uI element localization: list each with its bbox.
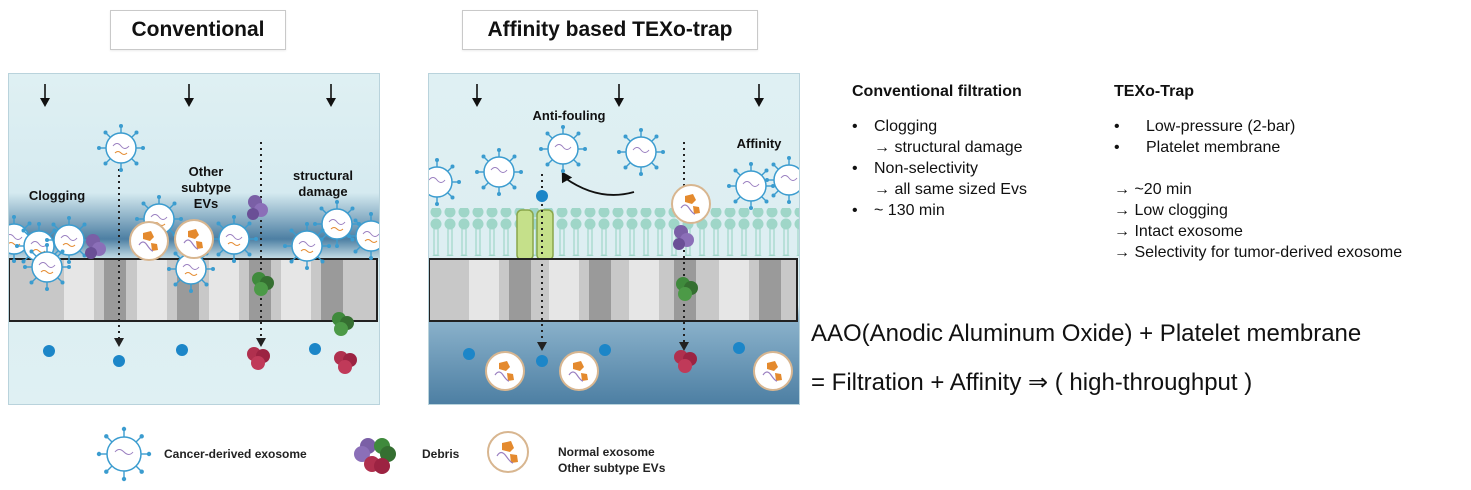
conventional-filtration-list: Conventional filtration •Clogging → stru… — [852, 81, 1092, 221]
label-structural-damage: structural damage — [293, 168, 353, 199]
list-item: •Platelet membrane — [1114, 139, 1281, 156]
list-item: → all same sized Evs — [874, 181, 1027, 198]
conventional-filtration-heading: Conventional filtration — [852, 83, 1022, 100]
list-item: •Low-pressure (2-bar) — [1114, 118, 1296, 135]
label-anti-fouling: Anti-fouling — [532, 108, 606, 123]
cancer-exosome-icon — [96, 426, 152, 482]
normal-exosome-icon — [487, 431, 529, 473]
list-item: •Non-selectivity — [852, 160, 979, 177]
label-clogging: Clogging — [28, 188, 86, 203]
result-item: → Intact exosome — [1114, 223, 1243, 240]
texo-trap-diagram-svg — [429, 74, 799, 404]
legend-debris: Debris — [422, 447, 460, 461]
summary-line-2: = Filtration + Affinity ⇒ ( high-through… — [811, 369, 1253, 396]
label-other-subtype: Other subtype EVs — [181, 164, 231, 211]
legend-icons — [96, 426, 529, 482]
title-conventional: Conventional — [110, 10, 286, 50]
result-item: → Selectivity for tumor-derived exosome — [1114, 244, 1403, 261]
legend-cancer-exosome: Cancer-derived exosome — [164, 447, 307, 461]
list-item: •Clogging — [852, 118, 938, 135]
result-item: → Low clogging — [1114, 202, 1228, 219]
texo-trap-heading: TEXo-Trap — [1114, 83, 1195, 100]
result-item: → ~20 min — [1114, 181, 1192, 198]
debris-icon — [354, 438, 396, 474]
list-item: → structural damage — [874, 139, 1023, 156]
conventional-diagram: Clogging Other subtype EVs structural da… — [8, 73, 380, 405]
texo-trap-diagram: Anti-fouling Affinity — [428, 73, 800, 405]
texo-trap-list: TEXo-Trap •Low-pressure (2-bar) •Platele… — [1114, 81, 1464, 263]
conventional-diagram-svg — [9, 74, 379, 404]
summary-line-1: AAO(Anodic Aluminum Oxide) + Platelet me… — [811, 320, 1362, 347]
label-affinity: Affinity — [736, 136, 782, 151]
legend-normal-exosome: Normal exosome Other subtype EVs — [558, 445, 666, 475]
list-item: •~ 130 min — [852, 202, 945, 219]
title-texo-trap: Affinity based TEXo-trap — [462, 10, 758, 50]
